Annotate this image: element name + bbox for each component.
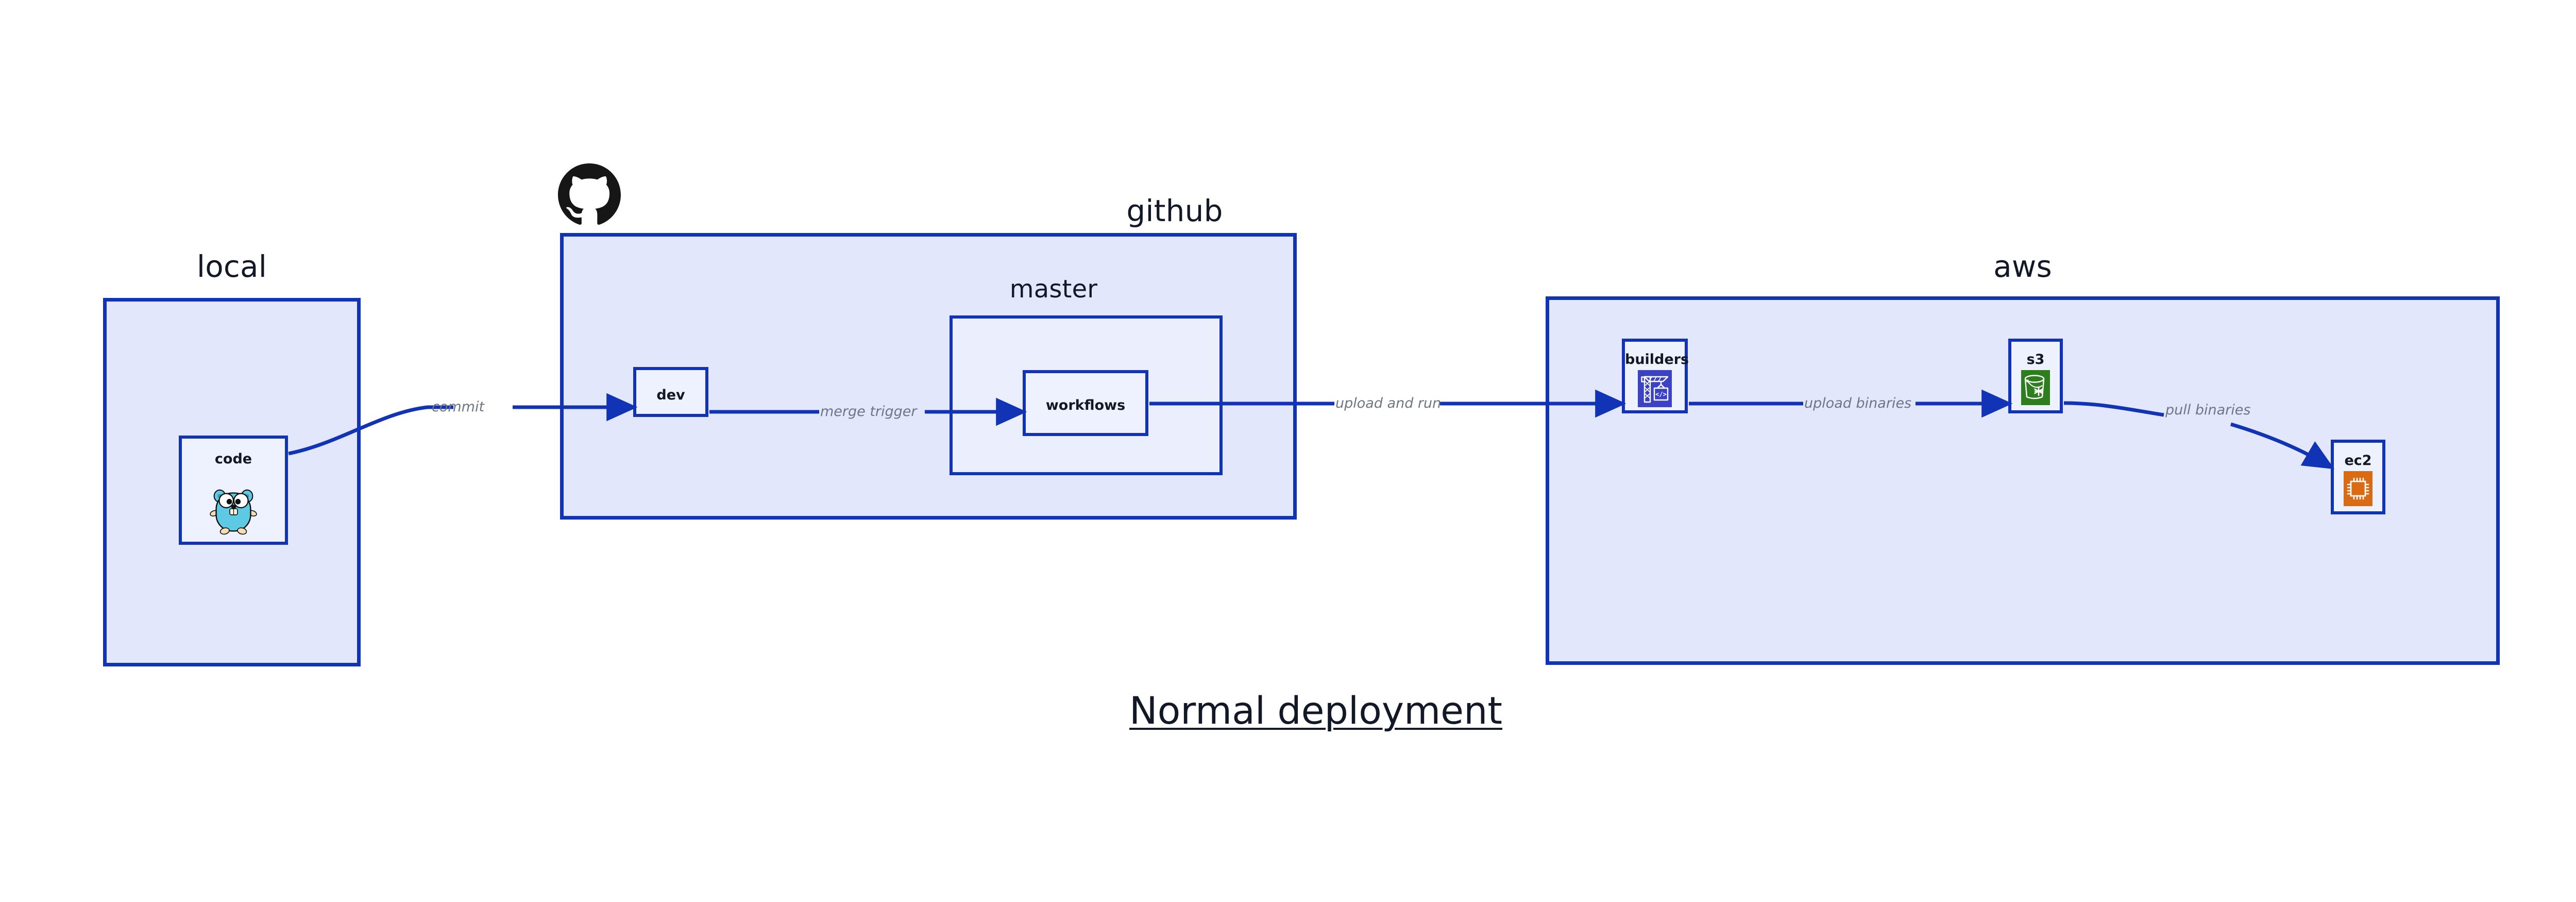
group-label-github: github (1126, 193, 1223, 228)
group-label-master: master (1009, 275, 1098, 304)
node-s3[interactable]: s3 (2008, 339, 2063, 413)
group-label-local: local (196, 249, 267, 284)
node-code[interactable]: code (179, 436, 288, 545)
aws-s3-bucket-icon (2021, 370, 2050, 405)
node-ec2[interactable]: ec2 (2331, 440, 2385, 514)
edge-label-merge-trigger: merge trigger (820, 404, 917, 420)
node-dev[interactable]: dev (633, 367, 708, 417)
node-label-code: code (214, 451, 252, 467)
node-label-builders: builders (1625, 352, 1689, 368)
node-label-s3: s3 (2026, 352, 2045, 368)
github-octocat-logo (558, 163, 621, 226)
edge-label-upload-and-run: upload and run (1335, 395, 1442, 411)
node-workflows[interactable]: workflows (1023, 370, 1148, 436)
svg-text:</>: </> (1655, 391, 1667, 398)
aws-ec2-chip-icon (2344, 471, 2372, 506)
aws-builders-crane-icon: </> (1638, 370, 1672, 407)
node-label-ec2: ec2 (2344, 453, 2372, 469)
edge-label-upload-binaries: upload binaries (1804, 395, 1912, 411)
edge-label-commit: commit (432, 399, 485, 415)
node-builders[interactable]: builders </> (1622, 339, 1689, 413)
edge-label-pull-binaries: pull binaries (2165, 402, 2251, 418)
node-label-workflows: workflows (1045, 397, 1126, 413)
group-label-aws: aws (1993, 249, 2052, 284)
diagram-title: Normal deployment (1129, 689, 1502, 733)
golang-gopher-icon (203, 478, 264, 539)
node-label-dev: dev (656, 387, 685, 403)
